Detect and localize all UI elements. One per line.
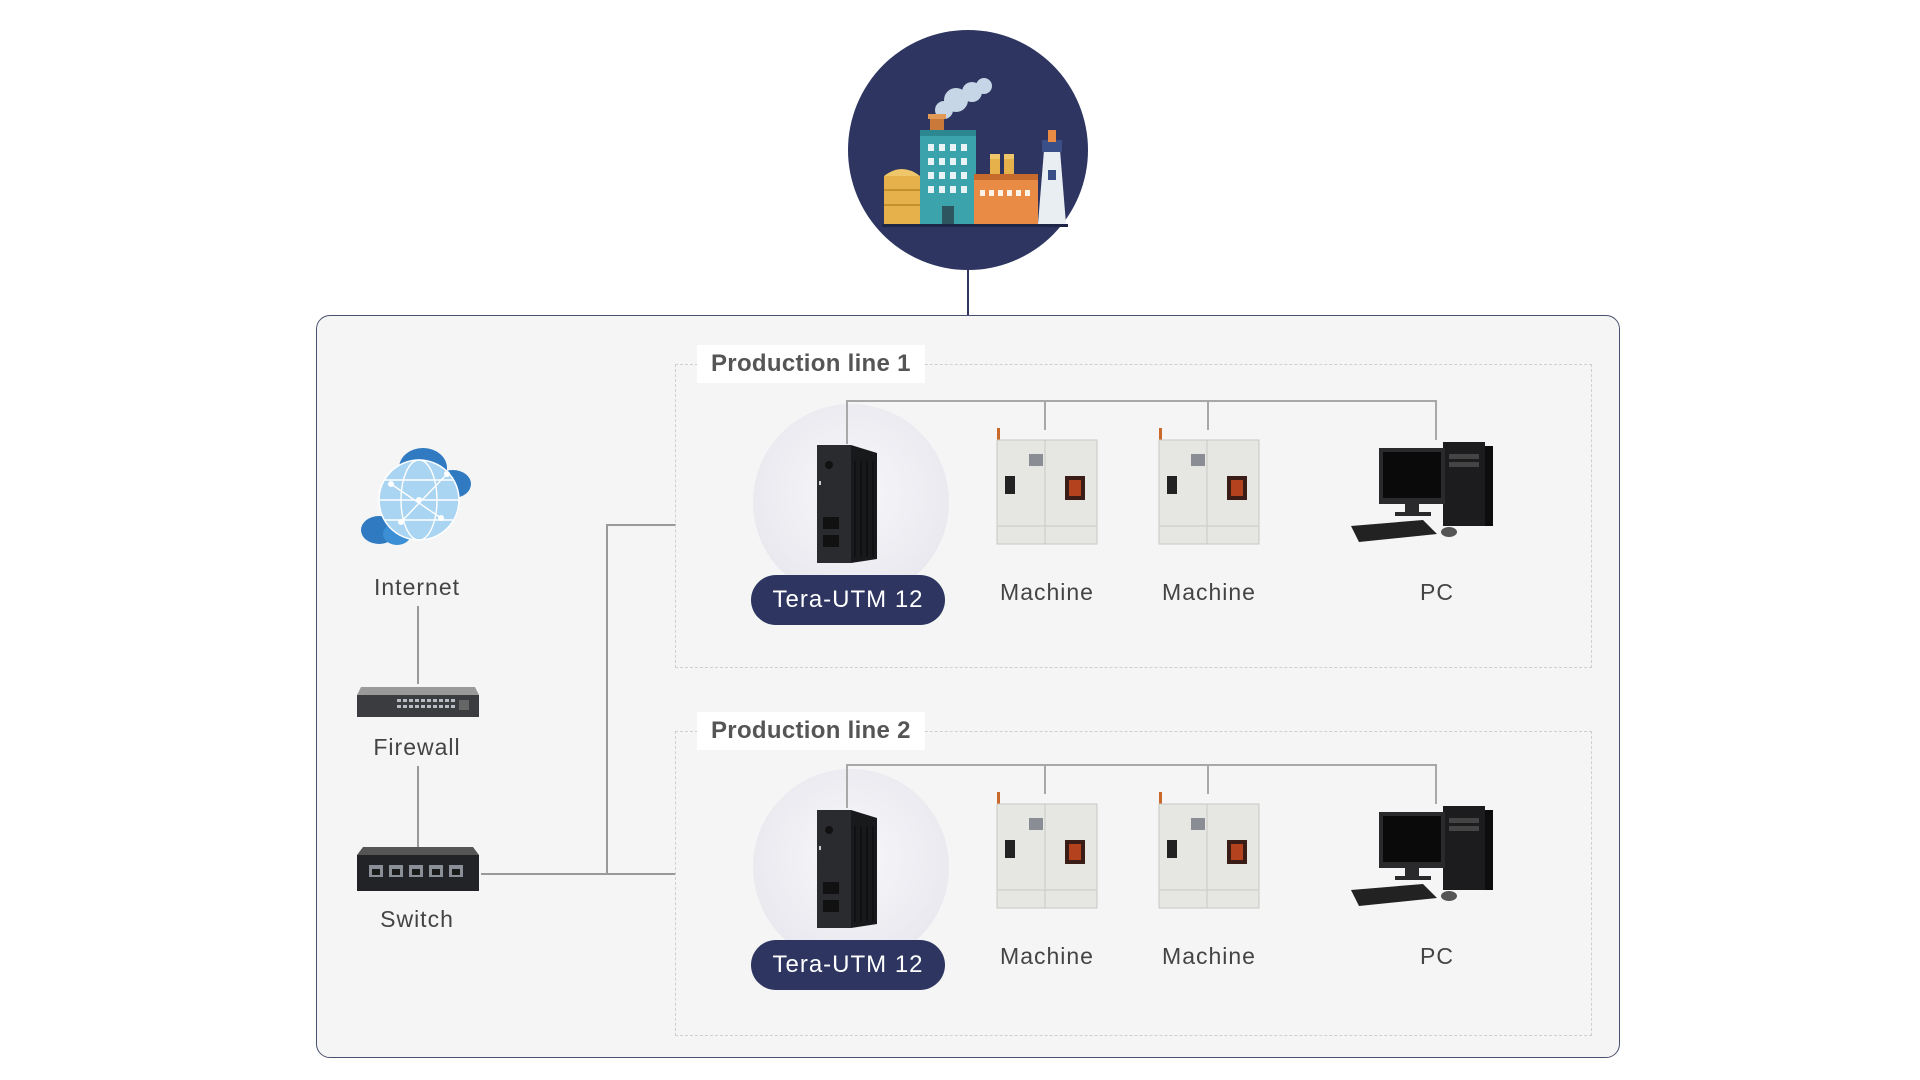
factory-icon — [882, 78, 1068, 227]
line2-bus — [846, 764, 1436, 766]
line1-drop-pc — [1435, 400, 1437, 440]
line2-drop-pc — [1435, 764, 1437, 804]
utm-device-icon — [817, 810, 877, 928]
network-panel: Internet Firewall Switch Production line… — [316, 315, 1620, 1058]
switch-trunk-vertical — [606, 524, 608, 874]
machine-label: Machine — [1162, 579, 1256, 605]
pc-icon — [1351, 806, 1493, 906]
factory-circle — [848, 30, 1088, 270]
machine-label: Machine — [1162, 943, 1256, 969]
production-line-1-title: Production line 1 — [697, 345, 925, 383]
pc-icon — [1351, 442, 1493, 542]
utm-device-icon — [817, 445, 877, 563]
line1-bus — [846, 400, 1436, 402]
production-line-2-title: Production line 2 — [697, 712, 925, 750]
switch-label: Switch — [380, 906, 454, 932]
internet-label: Internet — [374, 574, 460, 600]
utm2-stem — [846, 764, 848, 808]
line1-drop-machine-1 — [1044, 400, 1046, 430]
switch-device-icon — [357, 847, 479, 891]
firewall-device-icon — [357, 687, 479, 717]
firewall-label: Firewall — [373, 734, 461, 760]
machine-icon — [996, 792, 1098, 909]
machine-label: Machine — [1000, 943, 1094, 969]
machine-icon — [1158, 428, 1260, 545]
utm-badge: Tera-UTM 12 — [751, 575, 945, 625]
line1-uplink — [606, 524, 676, 526]
machine-icon — [1158, 792, 1260, 909]
line1-drop-machine-2 — [1207, 400, 1209, 430]
firewall-switch-link — [417, 766, 419, 848]
utm-badge: Tera-UTM 12 — [751, 940, 945, 990]
utm1-stem — [846, 400, 848, 444]
line2-drop-machine-2 — [1207, 764, 1209, 794]
pc-label: PC — [1420, 943, 1454, 969]
cloud-globe-icon — [361, 448, 471, 545]
production-line-2-box — [675, 731, 1592, 1036]
line2-uplink — [606, 873, 676, 875]
machine-icon — [996, 428, 1098, 545]
line2-drop-machine-1 — [1044, 764, 1046, 794]
internet-firewall-link — [417, 606, 419, 684]
switch-trunk-horizontal — [481, 873, 607, 875]
pc-label: PC — [1420, 579, 1454, 605]
production-line-1-box — [675, 364, 1592, 668]
machine-label: Machine — [1000, 579, 1094, 605]
factory-connector — [967, 270, 969, 316]
